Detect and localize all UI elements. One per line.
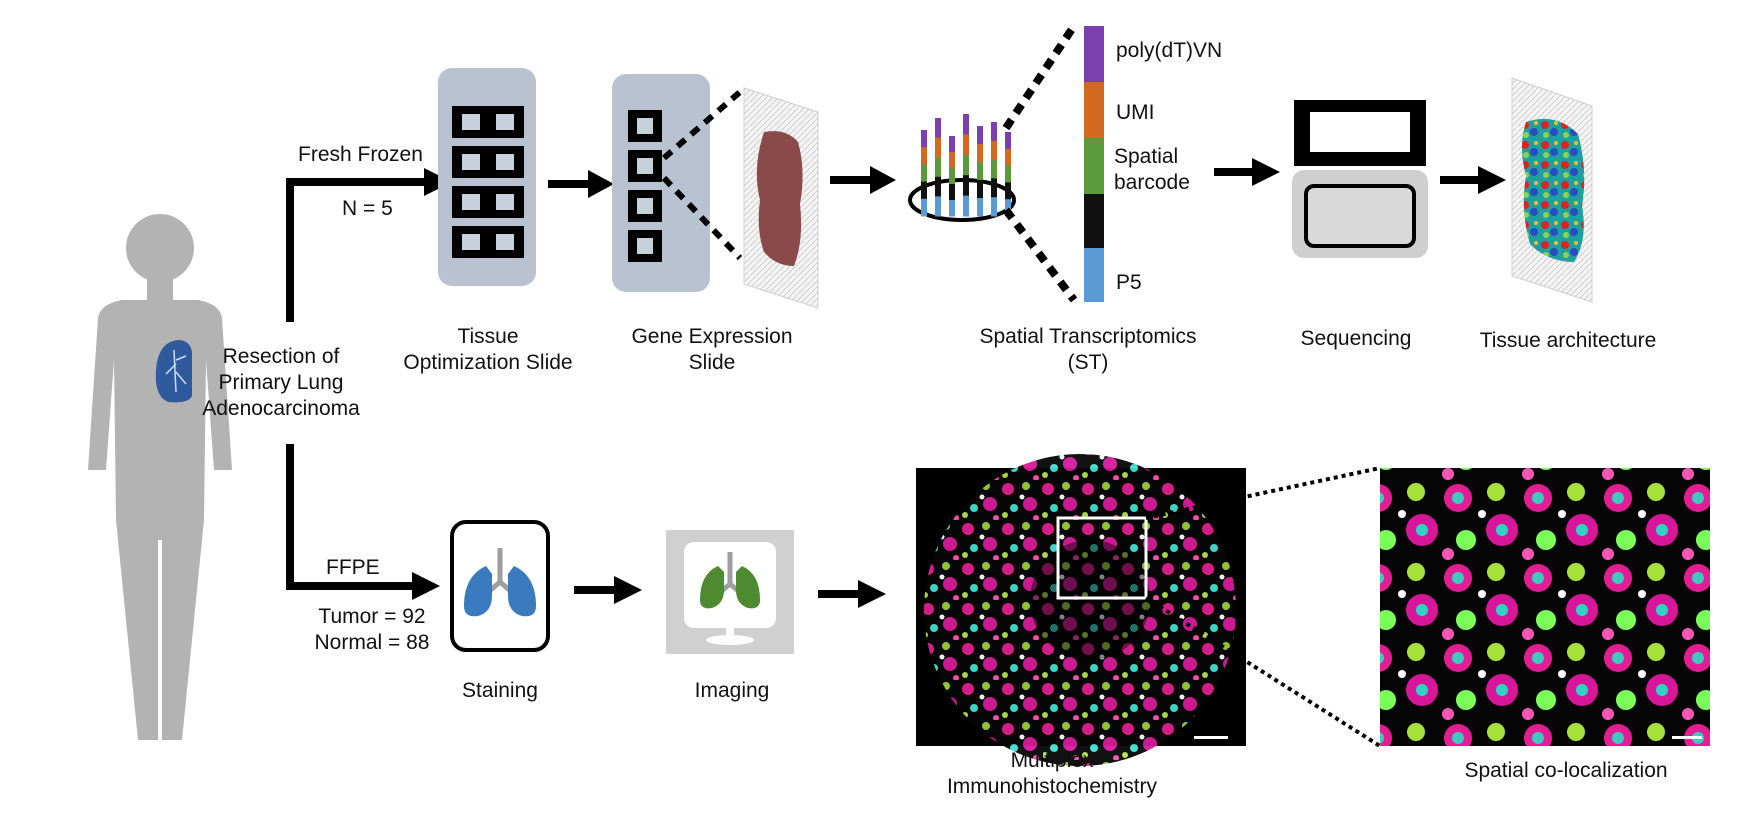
barcode-label-polydt: poly(dT)VN [1116,39,1223,62]
staining-icon [450,520,550,652]
sequencer-icon [1292,100,1428,258]
tumor-count: Tumor = 92 [318,605,426,628]
staining-label: Staining [462,679,538,702]
gene-expression-slide [612,74,710,292]
mihc-label: Multiplex Immunohistochemistry [947,748,1157,800]
patient-label: Resection of Primary Lung Adenocarcinoma [202,344,360,422]
tissue-slide-label-line2: Optimization Slide [403,351,573,374]
imaging-label: Imaging [694,679,770,702]
patient-label-line3: Adenocarcinoma [202,397,360,420]
patient-label-line2: Primary Lung [218,371,344,394]
gene-slide-label-line2: Slide [688,351,736,374]
colocalization-image [1380,468,1710,746]
arrow-icon [574,576,642,604]
barcode-label-umi: UMI [1116,101,1155,124]
mihc-label-line1: Multiplex [1010,749,1094,772]
tissue-architecture-slide [1511,77,1593,303]
st-spot [908,114,1016,222]
lung-icon [155,340,192,403]
ffpe-counts: Tumor = 92 Normal = 88 [315,604,430,656]
st-label: Spatial Transcriptomics (ST) [979,324,1196,376]
mihc-label-line2: Immunohistochemistry [946,775,1158,798]
sequencing-label: Sequencing [1300,327,1412,350]
zoom-dashes [1144,466,1382,748]
barcode-label-spatial-line2: barcode [1114,171,1190,194]
mihc-image [916,454,1246,766]
barcode-bar [1084,26,1104,302]
arrow-icon [818,580,886,608]
patient-silhouette [88,214,232,740]
tissue-section-slide [743,87,819,309]
arrow-icon [1440,166,1506,194]
branch-connector [286,168,452,600]
barcode-label-spatial-line1: Spatial [1114,145,1179,168]
colocalization-label: Spatial co-localization [1464,759,1668,782]
tissue-slide-label: Tissue Optimization Slide [403,324,572,376]
imaging-icon [666,530,794,654]
fresh-frozen-count: N = 5 [342,197,393,220]
patient-label-line1: Resection of [222,345,340,368]
ffpe-label: FFPE [326,556,380,579]
arrow-icon [1214,158,1280,186]
arrow-icon [548,170,614,198]
barcode-label-spatial: Spatial barcode [1114,144,1190,196]
normal-count: Normal = 88 [314,631,430,654]
zoom-dashes [1002,23,1078,303]
tissue-optimization-slide [438,68,536,286]
st-label-line2: (ST) [1067,351,1109,374]
st-label-line1: Spatial Transcriptomics [979,325,1197,348]
zoom-dashes [661,89,743,261]
gene-slide-label: Gene Expression Slide [631,324,792,376]
architecture-label: Tissue architecture [1479,329,1657,352]
gene-slide-label-line1: Gene Expression [631,325,793,348]
arrow-icon [830,166,896,194]
fresh-frozen-label: Fresh Frozen [298,143,423,166]
tissue-slide-label-line1: Tissue [457,325,519,348]
barcode-label-p5: P5 [1116,271,1142,294]
